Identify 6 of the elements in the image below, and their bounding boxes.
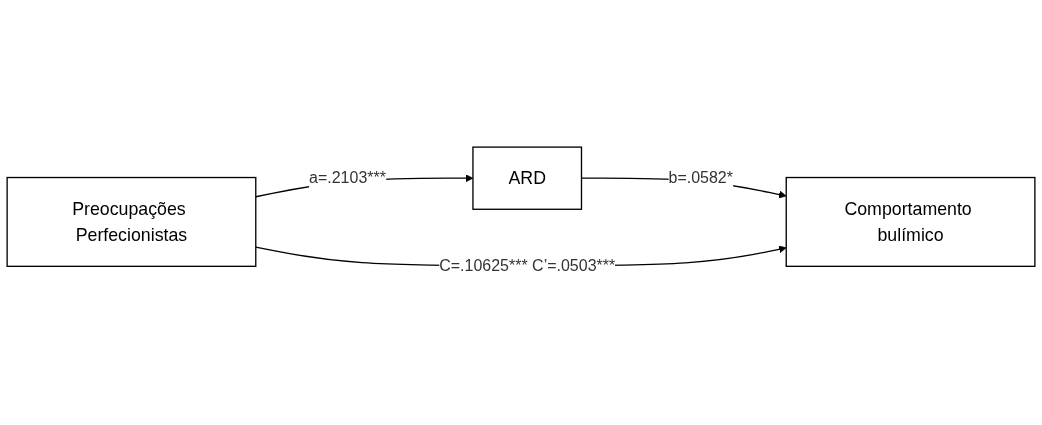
node-box: Comportamento bulímico xyxy=(785,176,1036,268)
node-box: ARD xyxy=(472,146,583,211)
node-box: Preocupações Perfecionistas xyxy=(6,176,257,268)
edge-label: b=.0582* xyxy=(668,168,733,187)
edge-label: C=.10625*** C’=.0503*** xyxy=(439,256,616,275)
edge-label: a=.2103*** xyxy=(309,168,386,187)
